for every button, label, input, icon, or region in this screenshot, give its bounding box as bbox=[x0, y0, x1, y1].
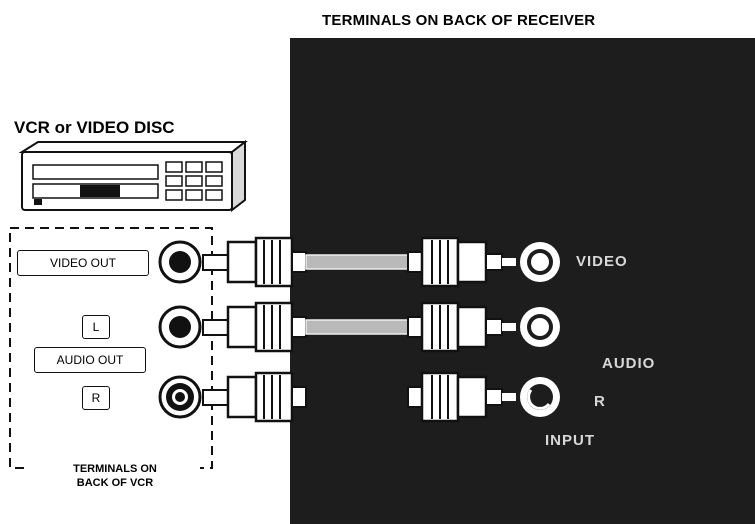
vcr-device-icon bbox=[18, 139, 248, 213]
receiver-video-label: VIDEO bbox=[576, 253, 628, 270]
audio-right-cable bbox=[202, 371, 516, 423]
receiver-audio-label: AUDIO bbox=[602, 355, 656, 372]
receiver-terminals-title: TERMINALS ON BACK OF RECEIVER bbox=[322, 12, 596, 29]
receiver-right-label: R bbox=[594, 393, 606, 410]
audio-right-label: R bbox=[82, 386, 110, 410]
video-out-label: VIDEO OUT bbox=[17, 250, 149, 276]
vcr-audio-r-jack bbox=[158, 375, 202, 419]
receiver-video-jack bbox=[520, 242, 560, 282]
audio-left-label: L bbox=[82, 315, 110, 339]
vcr-terminals-caption-line: BACK OF VCR bbox=[76, 477, 154, 489]
receiver-input-label: INPUT bbox=[545, 432, 595, 449]
vcr-terminals-caption: TERMINALS ON BACK OF VCR bbox=[30, 462, 200, 490]
receiver-audio-l-jack bbox=[520, 307, 560, 347]
vcr-terminals-caption-line: TERMINALS ON bbox=[73, 463, 157, 475]
vcr-audio-l-jack bbox=[158, 305, 202, 349]
vcr-title: VCR or VIDEO DISC bbox=[14, 118, 175, 137]
receiver-audio-r-jack bbox=[520, 377, 560, 417]
video-cable bbox=[202, 236, 516, 288]
receiver-back-panel bbox=[290, 38, 755, 524]
audio-out-label: AUDIO OUT bbox=[34, 347, 146, 373]
vcr-video-out-jack bbox=[158, 240, 202, 284]
audio-left-cable bbox=[202, 301, 516, 353]
